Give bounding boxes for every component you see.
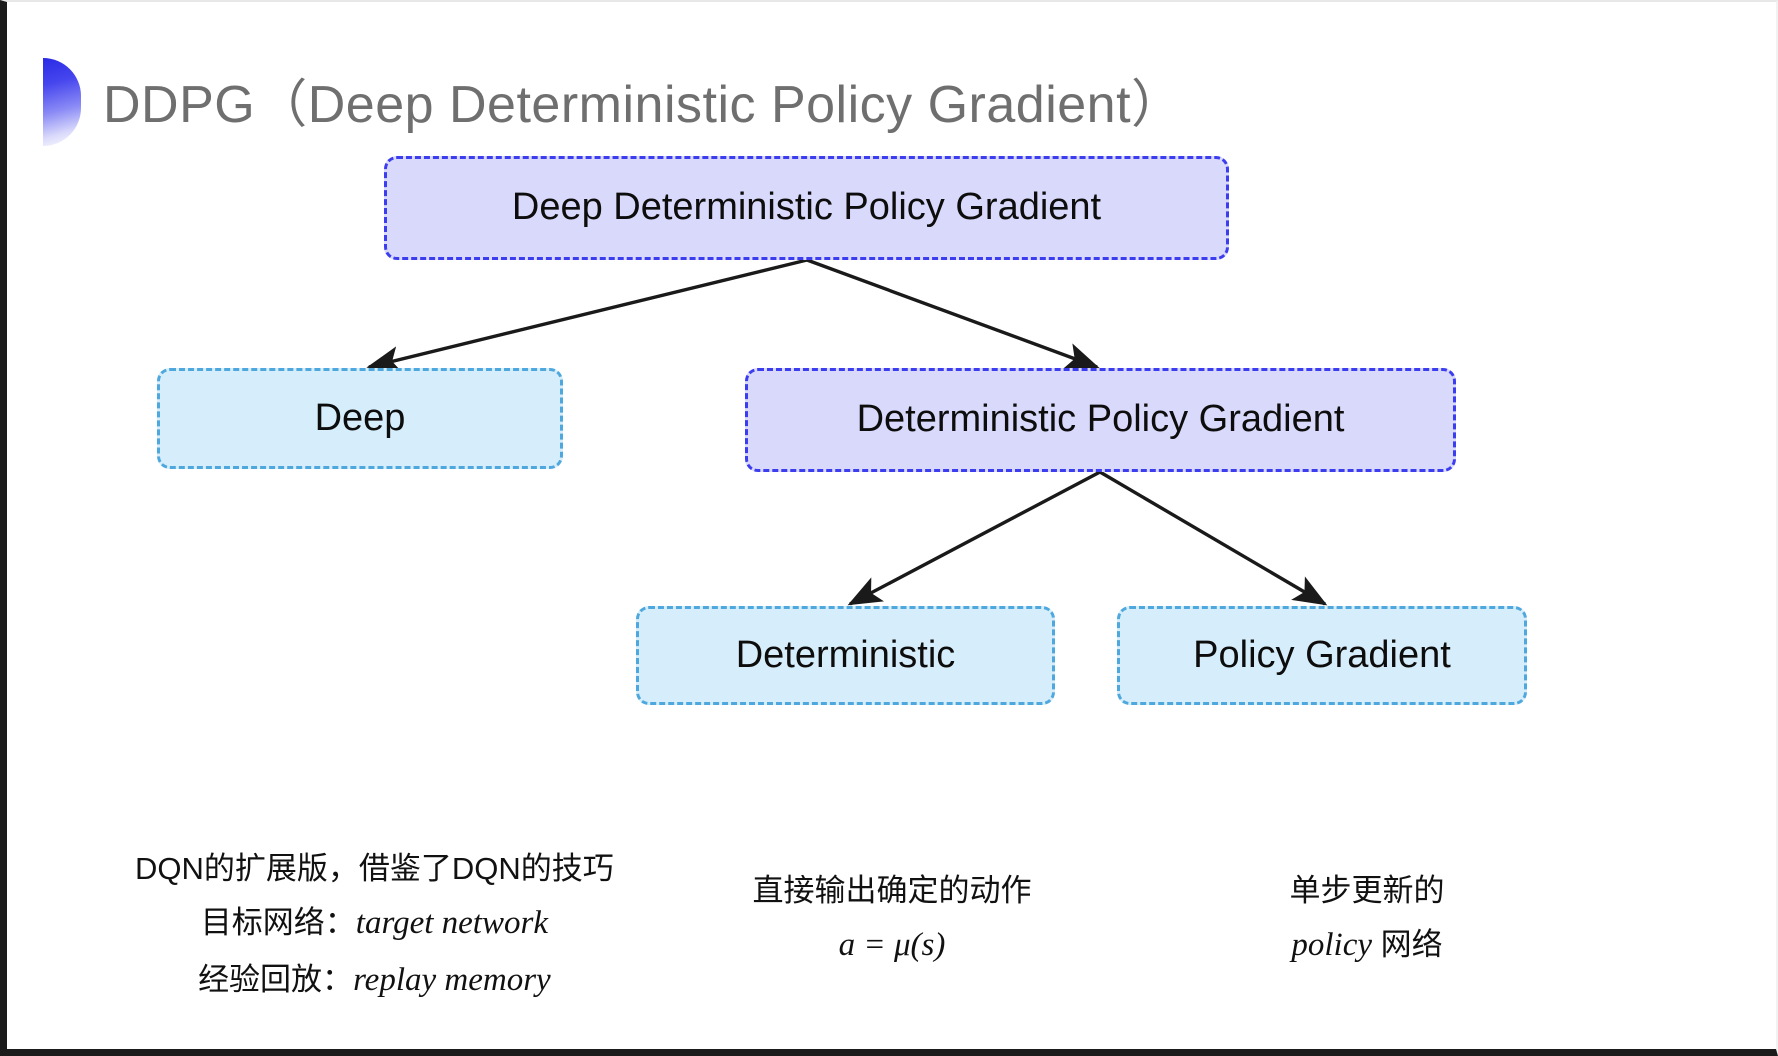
annotation-policy-gradient-term: policy <box>1291 927 1372 964</box>
annotation-deep-line2: 目标网络：target network <box>135 895 614 952</box>
node-label: Deterministic <box>735 633 956 676</box>
annotation-deep-line3-term: replay memory <box>353 962 551 999</box>
node-deep[interactable]: Deep <box>157 368 563 469</box>
annotation-deep-line3-label: 经验回放： <box>198 962 354 998</box>
node-deep-deterministic-policy-gradient[interactable]: Deep Deterministic Policy Gradient <box>384 156 1229 260</box>
node-label: Deterministic Policy Gradient <box>856 398 1345 441</box>
annotation-deterministic: 直接输出确定的动作 a = μ(s) <box>747 864 1037 974</box>
annotation-deep-line3: 经验回放：replay memory <box>135 952 614 1009</box>
annotation-policy-gradient-line1: 单步更新的 <box>1289 873 1445 908</box>
annotation-deep: DQN的扩展版，借鉴了DQN的技巧 目标网络：target network 经验… <box>135 842 614 1009</box>
annotation-policy-gradient-suffix: 网络 <box>1372 927 1443 963</box>
annotation-policy-gradient-line2: policy 网络 <box>1222 917 1512 974</box>
annotation-deterministic-line1: 直接输出确定的动作 <box>752 873 1032 908</box>
node-label: Policy Gradient <box>1193 633 1451 676</box>
page-title: DDPG（Deep Deterministic Policy Gradient） <box>103 76 1184 134</box>
edge-dpg-to-policy-gradient <box>1099 470 1328 606</box>
annotation-deep-line2-label: 目标网络： <box>200 905 356 941</box>
edge-dpg-to-deterministic <box>847 470 1101 606</box>
annotation-deep-line2-term: target network <box>355 905 548 942</box>
annotation-policy-gradient: 单步更新的 policy 网络 <box>1222 864 1512 974</box>
node-policy-gradient[interactable]: Policy Gradient <box>1117 606 1527 705</box>
node-deterministic[interactable]: Deterministic <box>636 606 1055 705</box>
edge-root-to-dpg <box>806 258 1100 369</box>
annotation-deep-line1: DQN的扩展版，借鉴了DQN的技巧 <box>135 851 614 886</box>
half-circle-gradient-icon <box>43 58 81 146</box>
edge-root-to-deep <box>366 258 808 373</box>
node-label: Deep Deterministic Policy Gradient <box>511 186 1102 229</box>
node-deterministic-policy-gradient[interactable]: Deterministic Policy Gradient <box>745 368 1456 472</box>
node-label: Deep <box>314 396 406 439</box>
annotation-deterministic-formula: a = μ(s) <box>838 927 946 964</box>
